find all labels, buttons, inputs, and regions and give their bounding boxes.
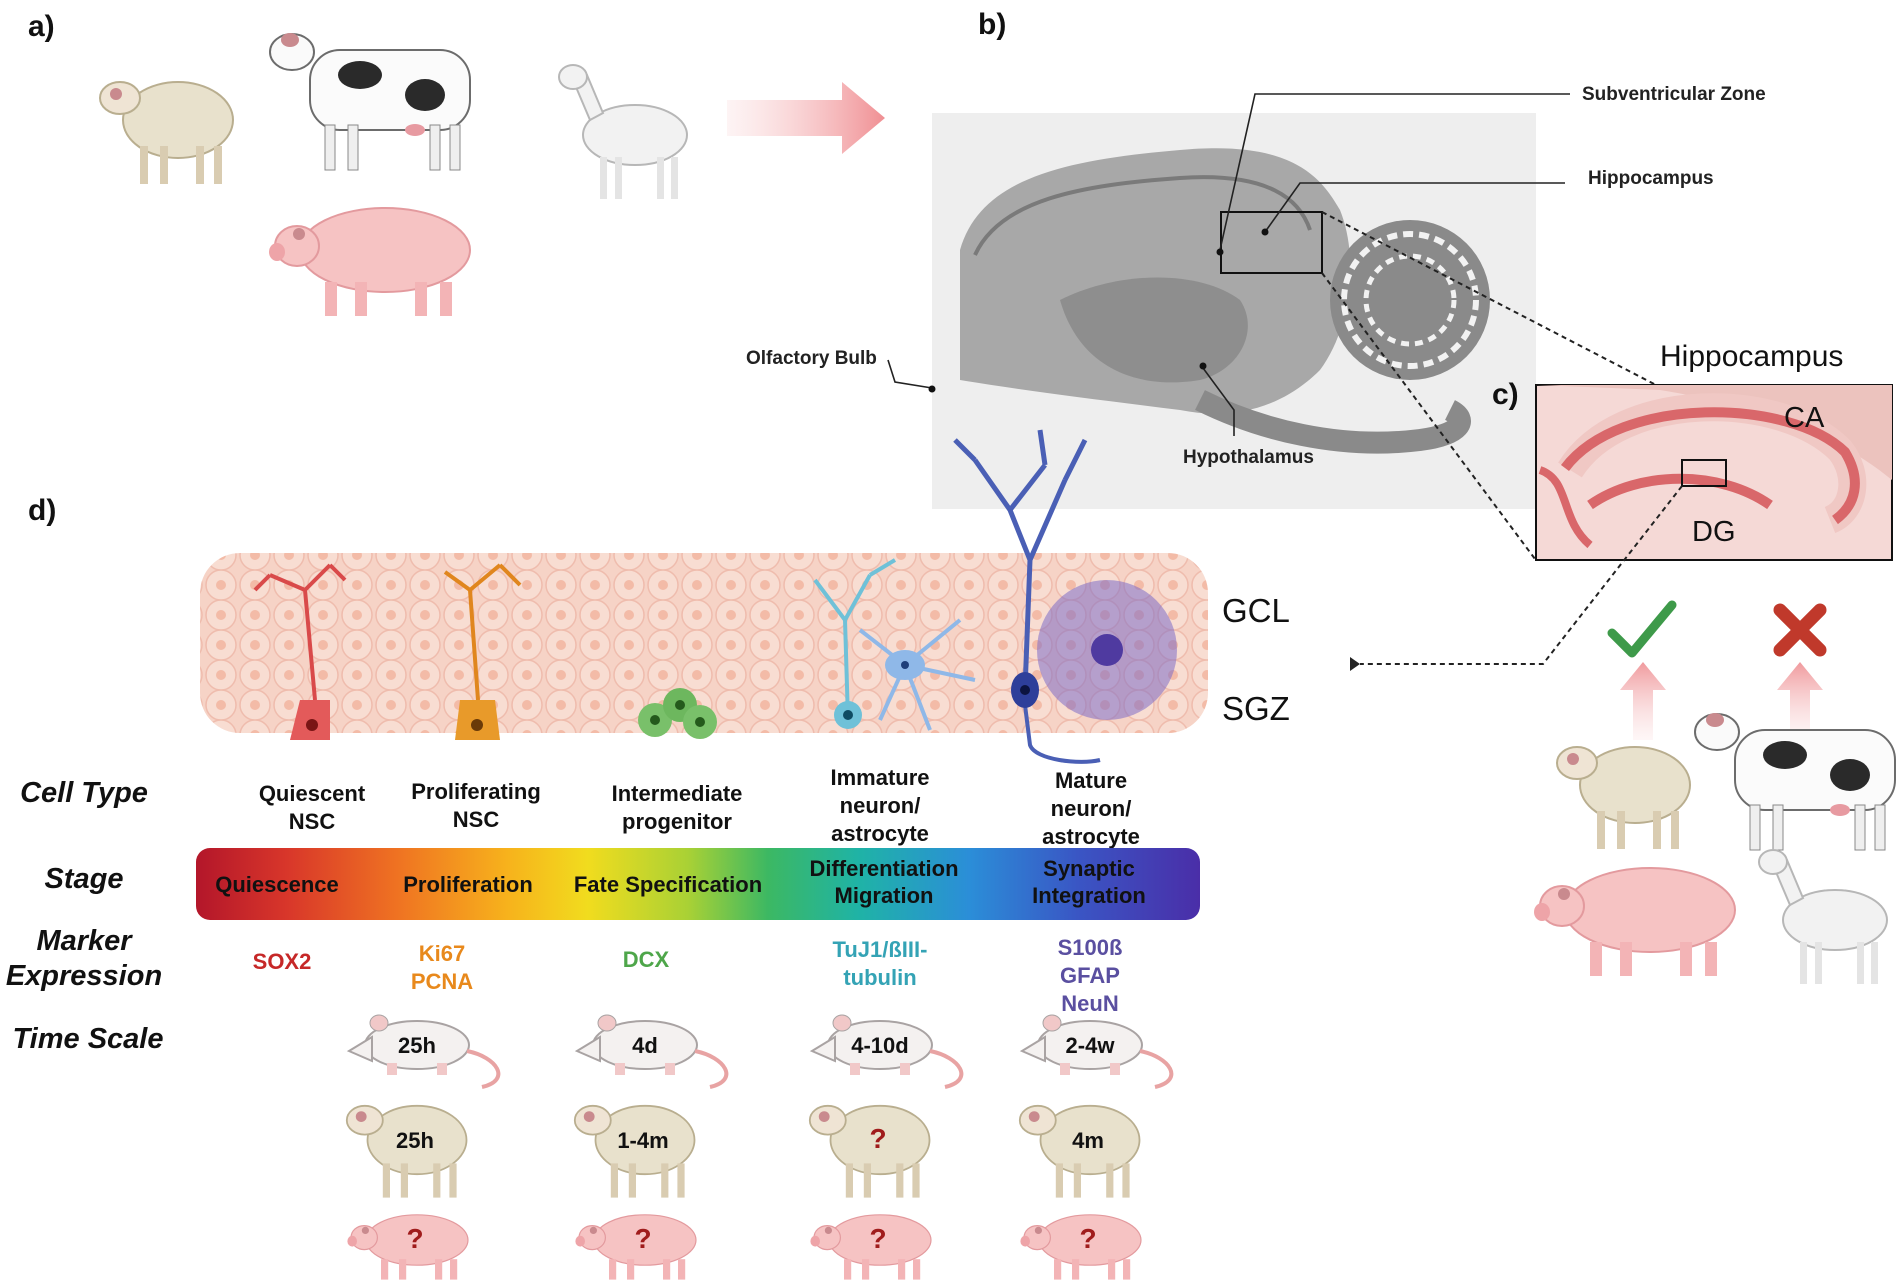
sheep-time-value: 1-4m (617, 1128, 668, 1153)
stage-gradient-bar (196, 848, 1200, 920)
sheep-time-value: ? (869, 1123, 886, 1154)
marker-ki67-pcna: Ki67 PCNA (410, 941, 474, 994)
inset-label-dg: DG (1692, 516, 1736, 548)
zoom-lines (1321, 211, 1657, 560)
cell-type-quiescent-nsc: Quiescent NSC (258, 781, 366, 834)
row-header-time-scale: Time Scale (12, 1023, 164, 1055)
up-arrow-left (1620, 662, 1666, 740)
stage-quiescence: Quiescence (215, 872, 339, 897)
check-icon (1607, 600, 1677, 658)
up-arrow-right (1777, 662, 1823, 740)
cell-type-immature-neuron: Immature neuron/ astrocyte (830, 765, 930, 846)
inset-label-ca: CA (1784, 402, 1825, 434)
panel-label-a: a) (28, 10, 55, 43)
zoom-line-to-d (1360, 485, 1683, 665)
stage-differentiation-migration: Differentiation Migration (809, 856, 959, 908)
leader-lines (887, 93, 1570, 436)
mature-neuron-cell (953, 429, 1177, 764)
brain-section-image (932, 113, 1536, 509)
cell-type-intermediate-progenitor: Intermediate progenitor (611, 781, 743, 834)
cell-type-mature-neuron: Mature neuron/ astrocyte (1042, 768, 1140, 849)
row-header-marker-line2: Expression (5, 960, 163, 992)
row-header-marker-line1: Marker (36, 925, 132, 957)
layer-label-sgz: SGZ (1222, 690, 1290, 727)
row-header-stage: Stage (44, 863, 124, 895)
marker-s100b-gfap-neun: S100ß GFAP NeuN (1057, 935, 1123, 1016)
rat-time-value: 2-4w (1066, 1033, 1116, 1058)
sheep-time-value: 25h (396, 1128, 434, 1153)
rat-time-value: 4-10d (851, 1033, 908, 1058)
pig-time-value: ? (1079, 1223, 1096, 1254)
tissue-cell-layer (200, 553, 1208, 733)
panel-label-d: d) (28, 494, 57, 527)
quiescent-nsc-cell (253, 563, 347, 740)
intermediate-progenitor-cells (638, 688, 717, 739)
marker-dcx: DCX (622, 947, 670, 972)
transition-arrow (727, 82, 885, 154)
label-hypothalamus: Hypothalamus (1183, 447, 1314, 468)
row-header-cell-type: Cell Type (20, 777, 148, 809)
marker-sox2: SOX2 (252, 949, 312, 974)
proliferating-nsc-cell (443, 563, 522, 740)
rat-time-value: 25h (398, 1033, 436, 1058)
stage-synaptic-integration: Synaptic Integration (1032, 856, 1146, 908)
label-subventricular-zone: Subventricular Zone (1582, 84, 1766, 105)
hippocampus-inset (1535, 384, 1893, 561)
panel-label-c: c) (1492, 378, 1519, 411)
label-hippocampus: Hippocampus (1588, 168, 1714, 189)
stage-proliferation: Proliferation (403, 872, 533, 897)
pig-time-value: ? (406, 1223, 423, 1254)
marker-tuj1: TuJ1/ßIII- tubulin (832, 937, 928, 990)
label-olfactory-bulb: Olfactory Bulb (746, 348, 877, 369)
cell-type-proliferating-nsc: Proliferating NSC (411, 779, 541, 832)
panel-label-b: b) (978, 8, 1007, 41)
rat-time-value: 4d (632, 1033, 658, 1058)
pig-time-value: ? (634, 1223, 651, 1254)
layer-label-gcl: GCL (1222, 592, 1290, 629)
row-header-marker-expression: Marker Expression (4, 924, 164, 994)
pig-time-value: ? (869, 1223, 886, 1254)
sheep-time-value: 4m (1072, 1128, 1104, 1153)
stage-fate-specification: Fate Specification (573, 872, 763, 897)
inset-title: Hippocampus (1660, 340, 1844, 373)
immature-neuron-cell (813, 558, 976, 731)
cross-icon (1773, 603, 1827, 657)
